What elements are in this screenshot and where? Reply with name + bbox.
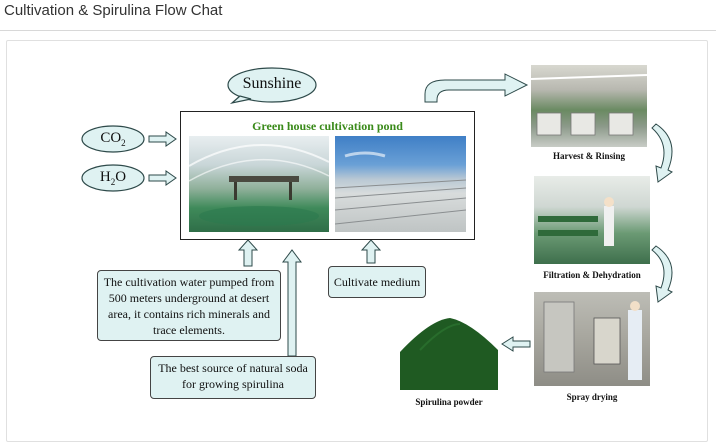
filtration-photo: [534, 176, 650, 264]
water-up-arrow: [237, 239, 259, 267]
harvest-photo: [531, 65, 647, 147]
sunshine-bubble: [227, 67, 317, 105]
co2-arrow: [148, 131, 177, 147]
title-divider: [0, 30, 716, 31]
harvest-caption: Harvest & Rinsing: [553, 151, 625, 161]
h2o-subscript: 2: [110, 177, 116, 187]
spray-drying-caption: Spray drying: [566, 392, 618, 402]
natural-soda-note: The best source of natural soda for grow…: [150, 356, 316, 399]
spirulina-powder-photo: [400, 310, 498, 390]
filtration-to-spray-arrow: [651, 245, 673, 303]
h2o-bubble: [81, 164, 145, 192]
filtration-caption: Filtration & Dehydration: [543, 270, 641, 280]
powder-caption: Spirulina powder: [415, 397, 483, 407]
medium-up-arrow: [360, 239, 382, 264]
page-title: Cultivation & Spirulina Flow Chat: [4, 2, 223, 19]
co2-label: CO2: [84, 130, 142, 148]
pond-to-harvest-arrow: [424, 73, 529, 103]
co2-bubble: [81, 125, 145, 153]
cultivate-medium-note: Cultivate medium: [328, 266, 426, 298]
pond-title: Green house cultivation pond: [252, 119, 403, 133]
water-source-note: The cultivation water pumped from 500 me…: [97, 270, 281, 341]
co2-subscript: 2: [121, 138, 126, 148]
greenhouse-pond-photo-right: [335, 136, 466, 232]
spray-drying-photo: [534, 292, 650, 386]
greenhouse-pond-box: Green house cultivation pond: [180, 111, 475, 240]
h2o-label: H2O: [84, 169, 142, 187]
sunshine-label: Sunshine: [242, 75, 302, 92]
harvest-to-filtration-arrow: [651, 123, 673, 183]
greenhouse-pond-photo-left: [189, 136, 329, 232]
h2o-o: O: [115, 169, 127, 185]
h2o-h: H: [99, 169, 111, 185]
spray-to-powder-arrow: [501, 336, 531, 352]
co2-text: CO: [100, 130, 122, 146]
diagram-frame: [6, 40, 708, 442]
h2o-arrow: [148, 170, 177, 186]
soda-up-arrow: [282, 249, 302, 357]
